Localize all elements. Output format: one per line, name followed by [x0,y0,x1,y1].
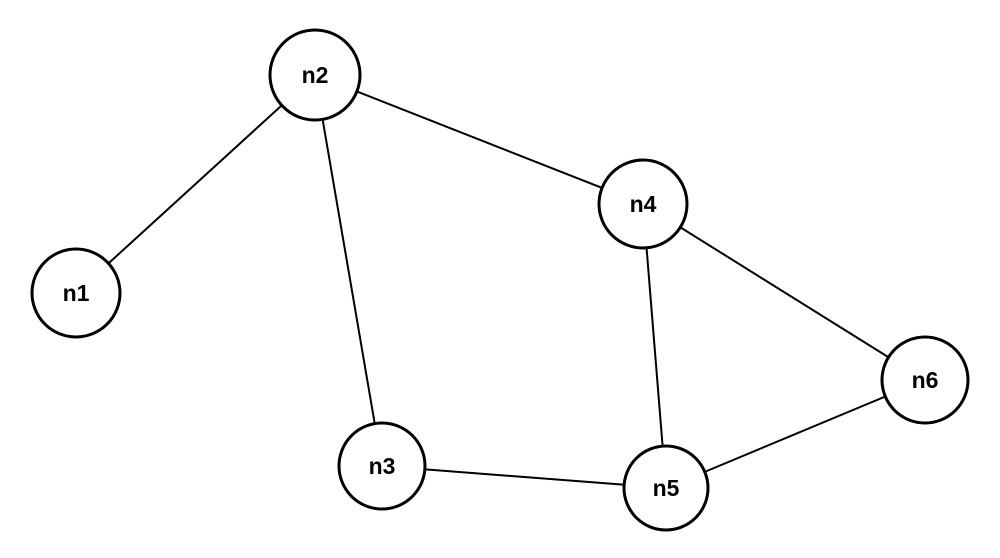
edge-n3-n5 [381,465,667,489]
node-circle-n2 [268,28,362,122]
node-label-n6: n6 [912,367,939,393]
edge-n2-n4 [314,74,644,205]
node-n5: n5 [622,444,710,532]
node-n3: n3 [337,421,427,511]
node-circle-n5 [622,444,710,532]
node-label-n1: n1 [63,280,90,306]
node-layer: n1 n2 n3 n4 n5 n6 [30,28,970,532]
edge-n4-n6 [642,203,926,381]
node-n4: n4 [597,158,689,250]
node-label-n5: n5 [653,475,680,501]
node-label-n4: n4 [630,191,657,217]
edge-n5-n6 [665,379,926,489]
edge-layer [75,74,926,489]
node-circle-n4 [597,158,689,250]
node-n2: n2 [268,28,362,122]
node-label-n2: n2 [302,62,329,88]
node-n6: n6 [880,335,970,425]
node-n1: n1 [30,247,122,339]
node-circle-n1 [30,247,122,339]
node-circle-n6 [880,335,970,425]
node-circle-n3 [337,421,427,511]
edge-n2-n3 [314,74,383,467]
node-label-n3: n3 [369,453,396,479]
edge-n4-n5 [642,203,667,489]
edge-n1-n2 [75,74,316,294]
